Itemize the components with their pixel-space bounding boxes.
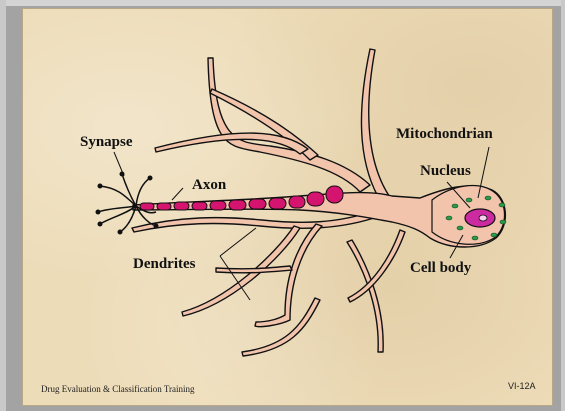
mitochondrion xyxy=(499,203,505,207)
terminal-branch xyxy=(136,178,150,206)
terminal-bulb xyxy=(96,210,101,215)
dendrite-right-low xyxy=(348,230,405,302)
myelin-segment xyxy=(326,186,343,203)
mitochondrion xyxy=(457,226,463,230)
mitochondrion xyxy=(452,204,458,208)
mitochondrion xyxy=(446,216,452,220)
label-nucleus: Nucleus xyxy=(420,163,471,180)
myelin-segment xyxy=(269,198,286,209)
dendrite-lower-5 xyxy=(242,298,320,356)
dendrite-upper-2 xyxy=(208,58,370,192)
leader-synapse xyxy=(114,152,124,176)
myelin-segment xyxy=(210,201,226,210)
label-cell-body: Cell body xyxy=(410,260,471,277)
myelin-segment xyxy=(307,192,324,206)
nucleolus xyxy=(479,215,487,221)
leader-axon xyxy=(172,188,183,200)
label-axon: Axon xyxy=(192,177,226,194)
terminal-branch xyxy=(122,174,136,206)
label-mitochondrian: Mitochondrian xyxy=(396,126,493,143)
label-dendrites: Dendrites xyxy=(133,256,196,273)
label-synapse: Synapse xyxy=(80,134,133,151)
terminal-bulb xyxy=(154,224,159,229)
mitochondrion xyxy=(500,220,506,224)
mitochondrion xyxy=(472,236,478,240)
myelin-segment xyxy=(229,200,246,210)
terminal-bulb xyxy=(98,184,103,189)
terminal-bulb xyxy=(98,222,103,227)
myelin-segment xyxy=(192,202,207,210)
terminal-bulb xyxy=(118,230,123,235)
myelin-segment xyxy=(174,202,189,210)
myelin-segment xyxy=(157,203,171,210)
mitochondrion xyxy=(466,198,472,202)
leader-dendrite-a xyxy=(220,228,256,256)
footer-title: Drug Evaluation & Classification Trainin… xyxy=(41,384,195,394)
myelin-segment xyxy=(289,196,305,208)
terminal-bulb xyxy=(148,176,153,181)
mitochondrion xyxy=(491,233,497,237)
myelin-segment xyxy=(249,199,266,209)
mitochondrion xyxy=(485,196,491,200)
slide-number: VI-12A xyxy=(508,381,536,391)
